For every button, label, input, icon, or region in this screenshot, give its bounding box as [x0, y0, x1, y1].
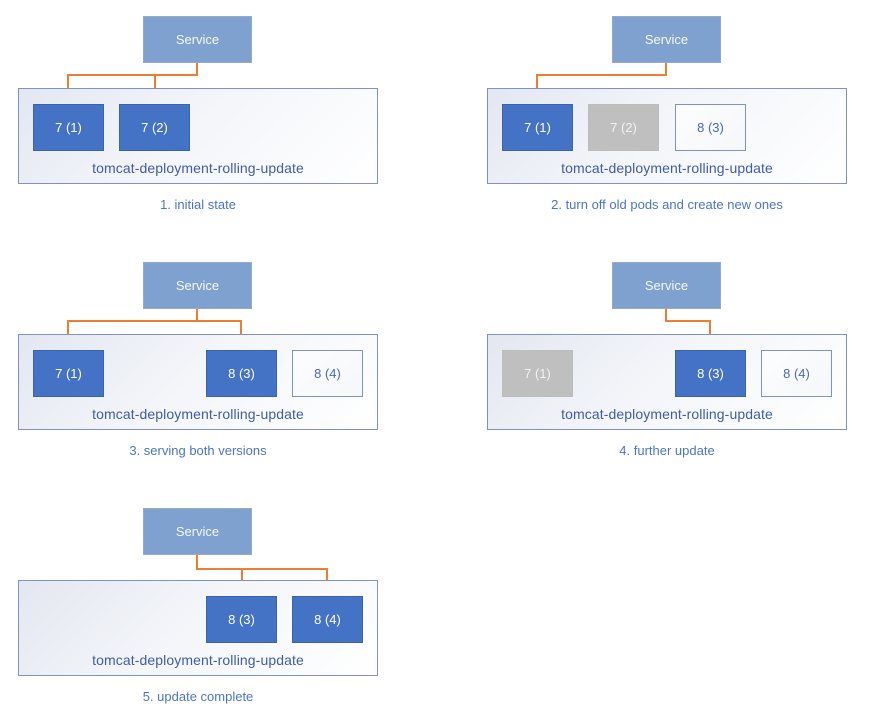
deployment-box: 8 (3) 8 (4) tomcat-deployment-rolling-up… — [18, 580, 378, 676]
service-node: Service — [143, 16, 252, 63]
pod-8-3: 8 (3) — [675, 104, 746, 151]
deployment-box: 7 (1) 8 (3) 8 (4) tomcat-deployment-roll… — [487, 334, 847, 430]
pod-7-2: 7 (2) — [119, 104, 190, 151]
service-node: Service — [143, 508, 252, 555]
deployment-name-label: tomcat-deployment-rolling-update — [561, 160, 773, 176]
pod-8-3: 8 (3) — [206, 596, 277, 643]
panel-update-complete: Service 8 (3) 8 (4) tomcat-deployment-ro… — [0, 492, 400, 718]
pod-7-1: 7 (1) — [502, 350, 573, 397]
deployment-name-label: tomcat-deployment-rolling-update — [92, 160, 304, 176]
pod-8-3: 8 (3) — [206, 350, 277, 397]
step-caption: 1. initial state — [160, 197, 236, 212]
service-node: Service — [612, 16, 721, 63]
deployment-box: 7 (1) 8 (3) 8 (4) tomcat-deployment-roll… — [18, 334, 378, 430]
pod-8-3: 8 (3) — [675, 350, 746, 397]
pod-8-4: 8 (4) — [761, 350, 832, 397]
pod-8-4: 8 (4) — [292, 350, 363, 397]
deployment-box: 7 (1) 7 (2) tomcat-deployment-rolling-up… — [18, 88, 378, 184]
panel-further-update: Service 7 (1) 8 (3) 8 (4) tomcat-deploym… — [469, 246, 869, 491]
deployment-name-label: tomcat-deployment-rolling-update — [92, 406, 304, 422]
step-caption: 2. turn off old pods and create new ones — [551, 197, 783, 212]
deployment-box: 7 (1) 7 (2) 8 (3) tomcat-deployment-roll… — [487, 88, 847, 184]
step-caption: 4. further update — [619, 443, 715, 458]
service-node: Service — [143, 262, 252, 309]
pod-7-1: 7 (1) — [502, 104, 573, 151]
panel-serving-both-versions: Service 7 (1) 8 (3) 8 (4) tomcat-deploym… — [0, 246, 400, 491]
panel-initial-state: Service 7 (1) 7 (2) tomcat-deployment-ro… — [0, 0, 400, 245]
pod-7-2: 7 (2) — [588, 104, 659, 151]
service-node: Service — [612, 262, 721, 309]
pod-7-1: 7 (1) — [33, 350, 104, 397]
deployment-name-label: tomcat-deployment-rolling-update — [561, 406, 773, 422]
deployment-name-label: tomcat-deployment-rolling-update — [92, 652, 304, 668]
panel-turn-off-old-pods: Service 7 (1) 7 (2) 8 (3) tomcat-deploym… — [469, 0, 869, 245]
step-caption: 5. update complete — [142, 689, 254, 704]
pod-8-4: 8 (4) — [292, 596, 363, 643]
step-caption: 3. serving both versions — [129, 443, 267, 458]
pod-7-1: 7 (1) — [33, 104, 104, 151]
